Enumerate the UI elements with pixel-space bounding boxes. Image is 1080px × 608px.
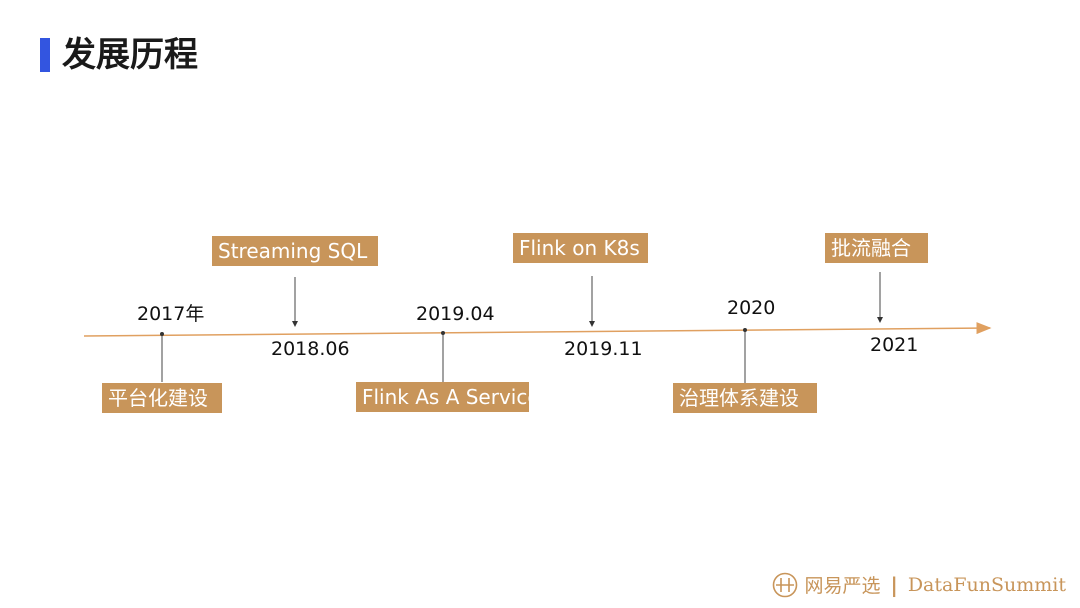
yanxuan-logo-icon — [773, 572, 798, 597]
year-label: 2020 — [727, 297, 776, 319]
event-box: Flink As A Service — [356, 382, 540, 412]
dot-2020 — [743, 328, 747, 332]
event-box: 治理体系建设 — [673, 383, 817, 413]
dot-2019-04 — [441, 331, 445, 335]
event-box: 批流融合 — [825, 233, 928, 263]
timeline-axis — [83, 322, 992, 337]
footer-logo: 网易严选 | DataFunSummit — [772, 571, 1066, 598]
title-accent-bar — [40, 38, 50, 72]
year-label: 2017年 — [137, 303, 205, 325]
logo-separator: | — [890, 572, 898, 597]
dot-2017 — [160, 332, 164, 336]
year-label: 2018.06 — [271, 338, 350, 360]
logo-text-cn: 网易严选 — [804, 575, 881, 597]
year-label: 2021 — [870, 334, 919, 356]
year-label: 2019.11 — [564, 338, 643, 360]
year-label: 2019.04 — [416, 303, 495, 325]
event-box: 平台化建设 — [102, 383, 222, 413]
logo-text-en: DataFunSummit — [907, 573, 1066, 596]
event-box: Flink on K8s — [513, 233, 648, 263]
event-box: Streaming SQL — [212, 236, 378, 266]
page-title: 发展历程 — [62, 35, 198, 75]
